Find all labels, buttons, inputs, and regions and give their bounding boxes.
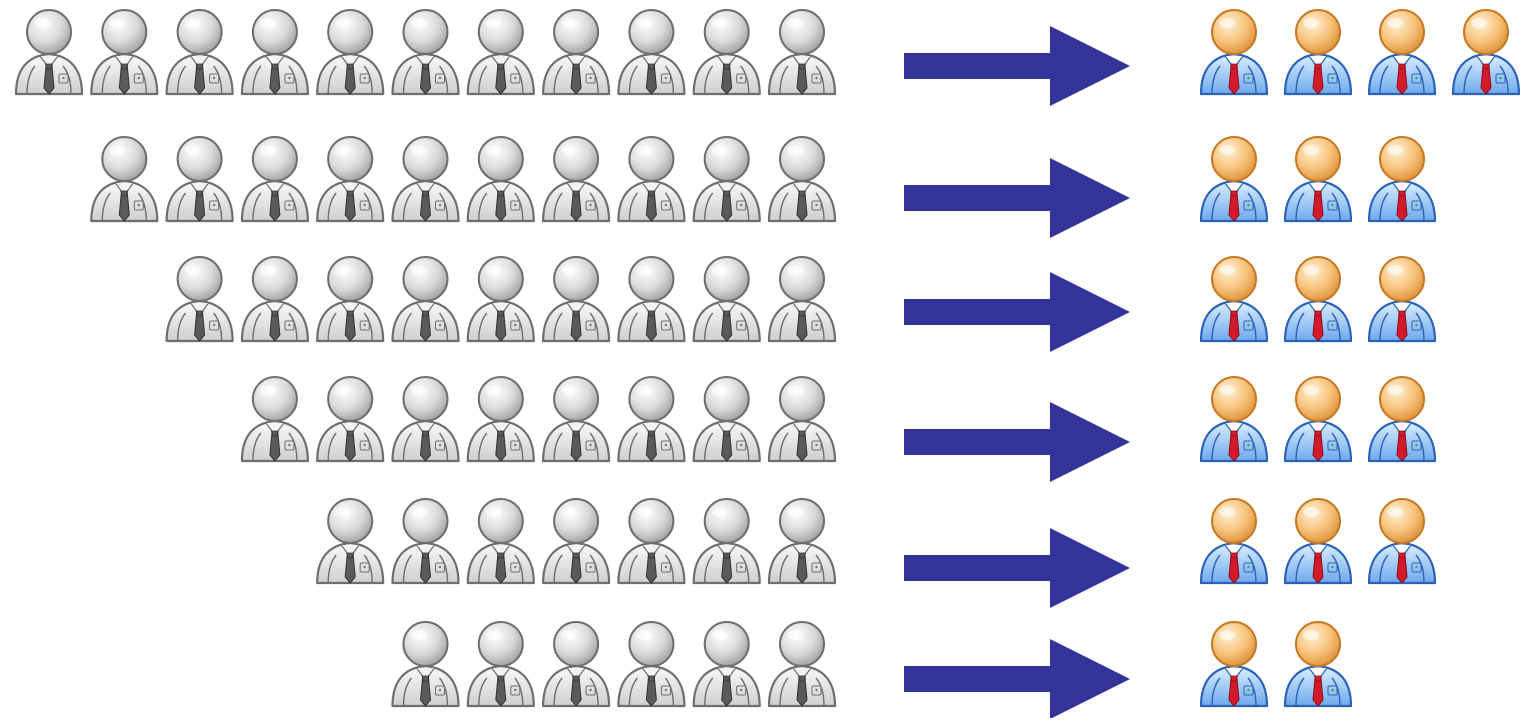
gray-people-group (14, 9, 837, 96)
gray-businessman-icon (240, 136, 309, 223)
gray-businessman-icon (617, 136, 686, 223)
gray-businessman-icon (316, 136, 385, 223)
gray-people-group (165, 256, 837, 343)
gray-businessman-icon (617, 9, 686, 96)
gray-businessman-icon (240, 376, 309, 463)
gray-businessman-icon (240, 256, 309, 343)
gray-businessman-icon (692, 256, 761, 343)
right-arrow-icon (904, 158, 1130, 238)
color-businessman-icon (1283, 256, 1353, 343)
color-businessman-icon (1283, 9, 1353, 96)
gray-businessman-icon (316, 9, 385, 96)
color-businessman-icon (1283, 498, 1353, 585)
row-1 (14, 9, 1521, 106)
gray-businessman-icon (14, 9, 84, 96)
gray-businessman-icon (165, 136, 234, 223)
gray-businessman-icon (466, 136, 535, 223)
color-businessman-icon (1199, 376, 1269, 463)
gray-businessman-icon (767, 136, 837, 223)
gray-businessman-icon (692, 498, 761, 585)
gray-businessman-icon (240, 9, 309, 96)
gray-people-group (391, 621, 837, 708)
gray-businessman-icon (541, 498, 611, 585)
right-arrow-icon (904, 402, 1130, 482)
gray-businessman-icon (90, 136, 159, 223)
row-6 (391, 621, 1353, 719)
gray-people-group (316, 498, 837, 585)
color-businessman-icon (1451, 9, 1521, 96)
row-3 (165, 256, 1437, 352)
gray-businessman-icon (466, 498, 535, 585)
row-5 (316, 498, 1437, 608)
gray-businessman-icon (617, 256, 686, 343)
color-businessman-icon (1367, 9, 1437, 96)
gray-businessman-icon (767, 498, 837, 585)
right-arrow-icon (904, 26, 1130, 106)
gray-businessman-icon (391, 498, 460, 585)
gray-businessman-icon (767, 256, 837, 343)
gray-businessman-icon (391, 256, 460, 343)
gray-businessman-icon (391, 136, 460, 223)
row-2 (90, 136, 1437, 238)
color-businessman-icon (1199, 256, 1269, 343)
gray-businessman-icon (541, 256, 611, 343)
right-arrow-icon (904, 639, 1130, 719)
color-people-group (1199, 621, 1353, 708)
color-businessman-icon (1283, 136, 1353, 223)
color-businessman-icon (1367, 376, 1437, 463)
color-businessman-icon (1199, 621, 1269, 708)
gray-businessman-icon (767, 621, 837, 708)
gray-businessman-icon (90, 9, 159, 96)
gray-businessman-icon (391, 621, 460, 708)
gray-businessman-icon (767, 9, 837, 96)
gray-businessman-icon (466, 621, 535, 708)
gray-businessman-icon (466, 9, 535, 96)
color-businessman-icon (1199, 9, 1269, 96)
gray-businessman-icon (692, 376, 761, 463)
right-arrow-icon (904, 528, 1130, 608)
gray-businessman-icon (692, 621, 761, 708)
color-people-group (1199, 136, 1437, 223)
color-businessman-icon (1367, 136, 1437, 223)
color-businessman-icon (1199, 498, 1269, 585)
gray-businessman-icon (767, 376, 837, 463)
color-businessman-icon (1367, 498, 1437, 585)
color-people-group (1199, 376, 1437, 463)
right-arrow-icon (904, 272, 1130, 352)
gray-businessman-icon (316, 498, 385, 585)
color-people-group (1199, 498, 1437, 585)
gray-businessman-icon (165, 9, 234, 96)
color-businessman-icon (1283, 376, 1353, 463)
gray-businessman-icon (466, 256, 535, 343)
color-people-group (1199, 9, 1521, 96)
gray-businessman-icon (466, 376, 535, 463)
gray-businessman-icon (617, 498, 686, 585)
row-4 (240, 376, 1437, 482)
color-businessman-icon (1367, 256, 1437, 343)
gray-businessman-icon (316, 256, 385, 343)
gray-businessman-icon (692, 136, 761, 223)
gray-people-group (240, 376, 837, 463)
gray-businessman-icon (617, 376, 686, 463)
color-businessman-icon (1283, 621, 1353, 708)
gray-businessman-icon (541, 621, 611, 708)
gray-businessman-icon (391, 376, 460, 463)
gray-businessman-icon (692, 9, 761, 96)
gray-people-group (90, 136, 837, 223)
rows-layer (14, 9, 1521, 719)
color-people-group (1199, 256, 1437, 343)
gray-businessman-icon (316, 376, 385, 463)
gray-businessman-icon (541, 136, 611, 223)
gray-businessman-icon (165, 256, 234, 343)
color-businessman-icon (1199, 136, 1269, 223)
gray-businessman-icon (541, 9, 611, 96)
gray-businessman-icon (617, 621, 686, 708)
gray-businessman-icon (391, 9, 460, 96)
gray-businessman-icon (541, 376, 611, 463)
